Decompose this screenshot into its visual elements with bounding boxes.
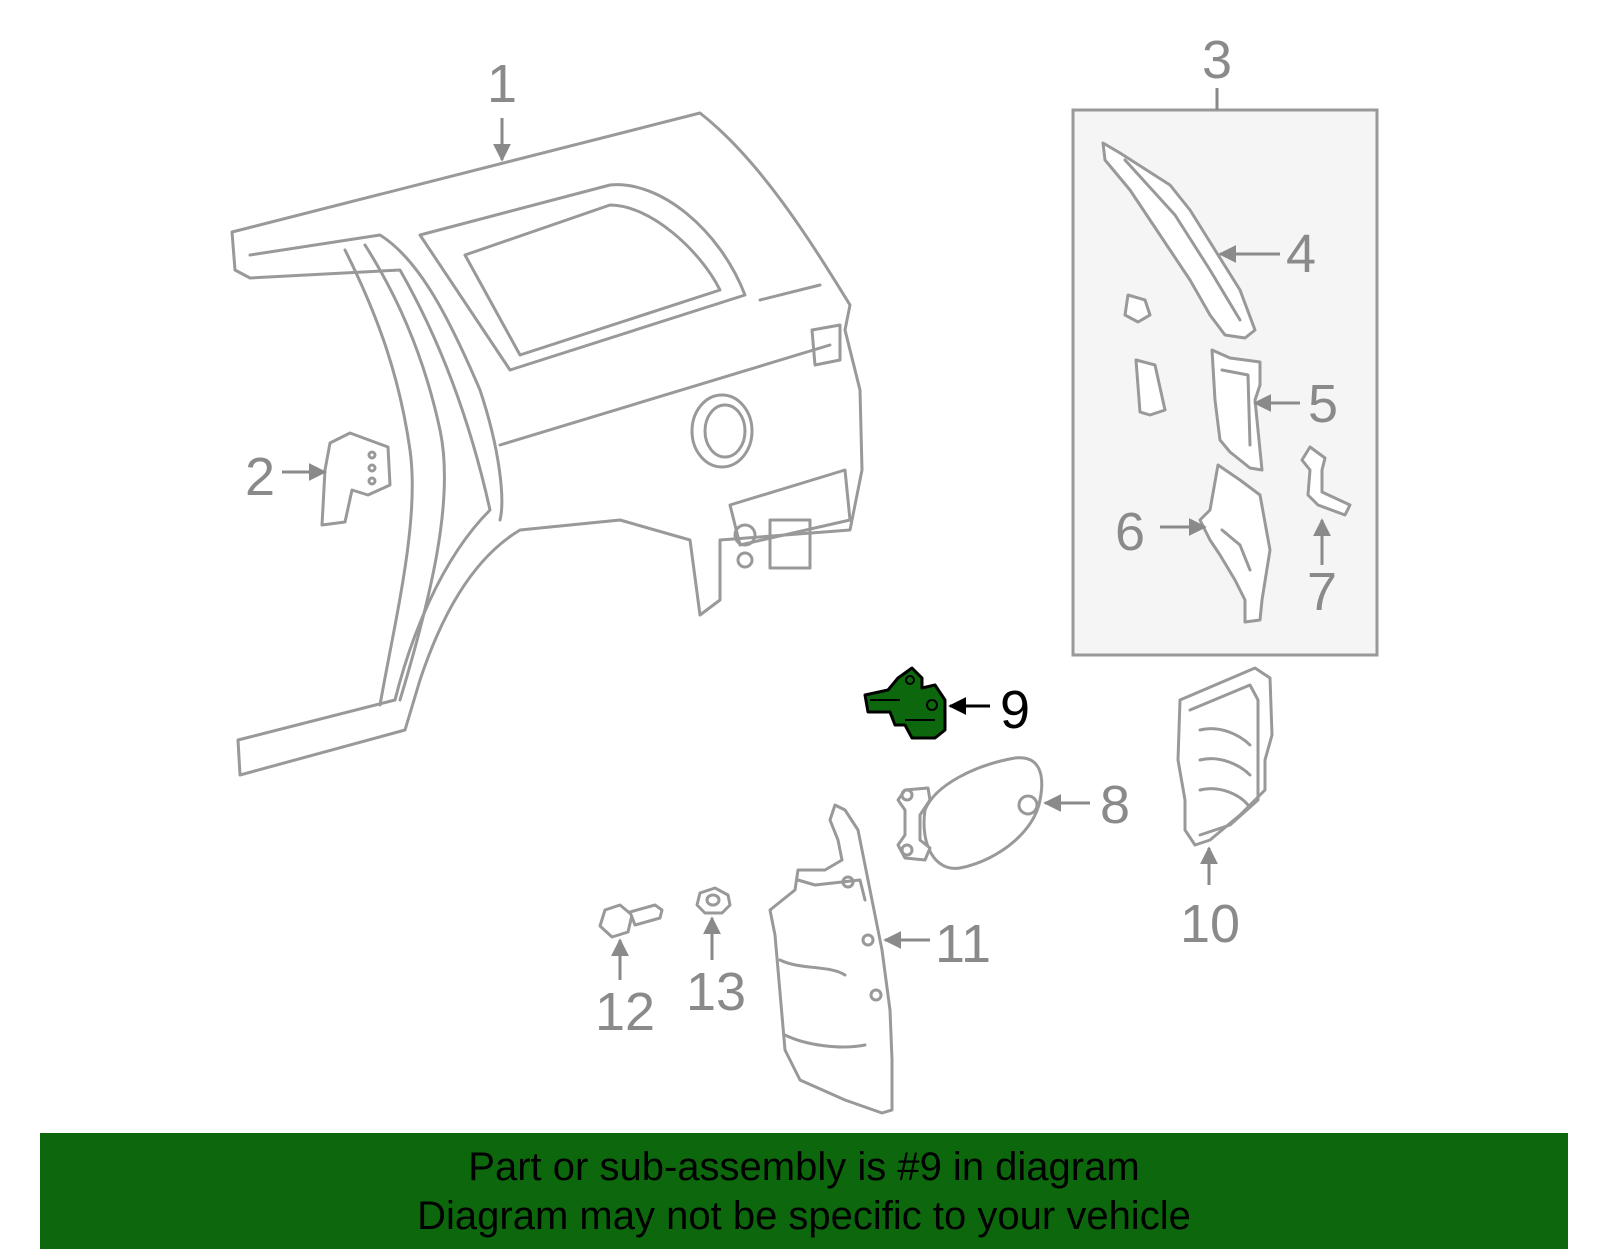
plug-part[interactable] <box>1123 293 1152 324</box>
inner-panel-part[interactable] <box>1210 348 1264 472</box>
fuel-filler-housing-part[interactable] <box>1176 666 1274 847</box>
small-bracket-part[interactable] <box>1300 445 1352 517</box>
plug-part[interactable] <box>1134 358 1167 417</box>
callout-12[interactable]: 12 <box>595 982 655 1042</box>
callout-9[interactable]: 9 <box>1000 680 1030 740</box>
mud-flap-part[interactable] <box>768 803 894 1115</box>
callout-6[interactable]: 6 <box>1115 502 1145 562</box>
fuel-door-part[interactable] <box>896 756 1044 870</box>
bracket-part[interactable] <box>320 431 392 527</box>
quarter-panel-part[interactable] <box>230 111 864 777</box>
callout-11[interactable]: 11 <box>935 914 991 974</box>
callout-5[interactable]: 5 <box>1308 374 1338 434</box>
info-banner: Part or sub-assembly is #9 in diagram Di… <box>40 1133 1568 1249</box>
bolt-part[interactable] <box>598 903 664 939</box>
clip-part[interactable] <box>695 886 732 915</box>
banner-line-disclaimer: Diagram may not be specific to your vehi… <box>417 1194 1191 1238</box>
callout-2[interactable]: 2 <box>245 447 275 507</box>
callout-3[interactable]: 3 <box>1202 30 1232 90</box>
callout-8[interactable]: 8 <box>1100 775 1130 835</box>
banner-line-part: Part or sub-assembly is #9 in diagram <box>468 1145 1140 1189</box>
fuel-door-hinge-part[interactable] <box>863 666 947 740</box>
callout-1[interactable]: 1 <box>487 54 517 114</box>
callout-7[interactable]: 7 <box>1307 562 1337 622</box>
callout-4[interactable]: 4 <box>1286 224 1316 284</box>
callout-10[interactable]: 10 <box>1180 894 1240 954</box>
callout-13[interactable]: 13 <box>686 962 746 1022</box>
pillar-reinforcement-part[interactable] <box>1101 141 1257 340</box>
